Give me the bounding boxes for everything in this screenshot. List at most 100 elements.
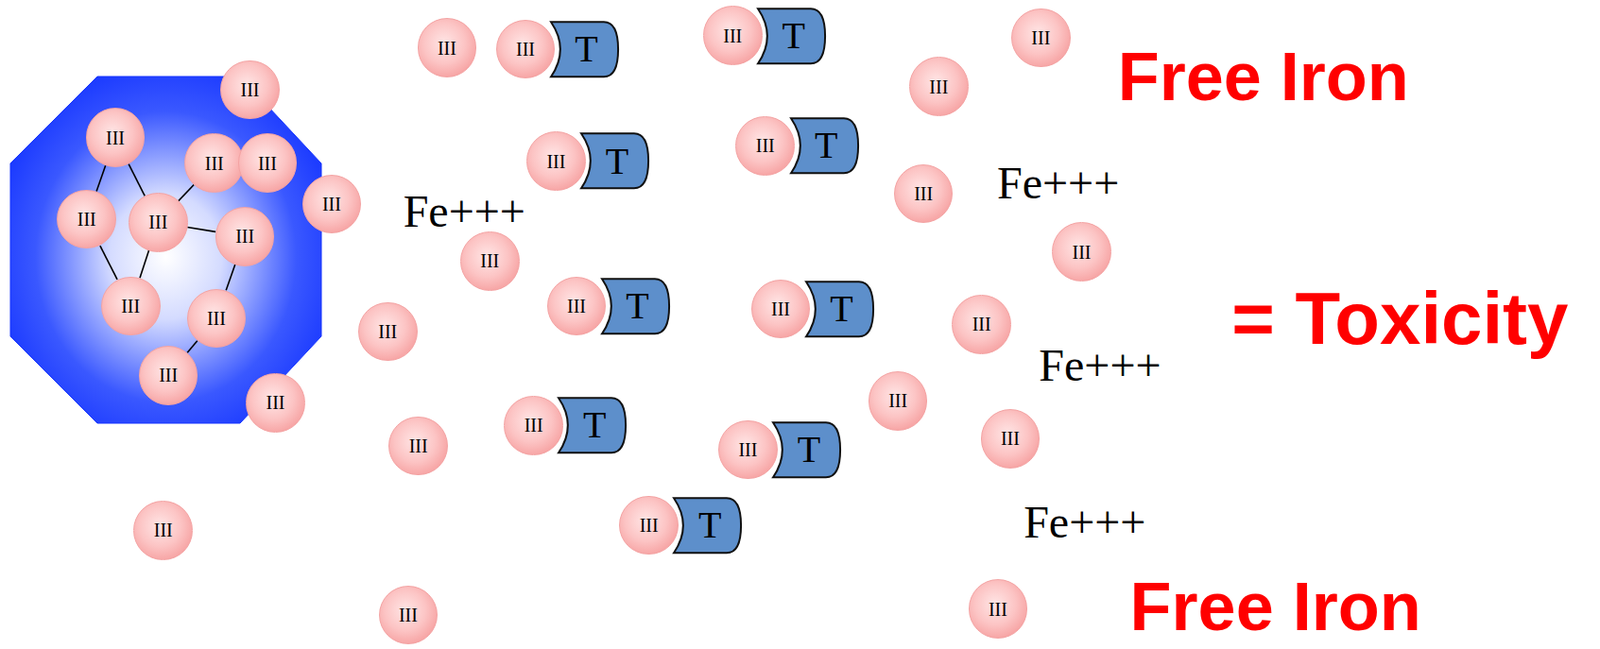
node-text: T [692, 506, 722, 545]
node-text: III [929, 77, 948, 97]
bond-line [128, 164, 145, 197]
iron-circle: III [1051, 222, 1112, 282]
node-text: III [240, 80, 260, 100]
iron-circle: III [302, 174, 362, 235]
node-text: III [206, 309, 226, 328]
iron-circle: III [101, 276, 161, 337]
iron-circle: III [138, 345, 199, 406]
node-text: III [258, 154, 277, 173]
transferrin-cylinder: T [803, 280, 876, 338]
node-text: III [378, 322, 397, 342]
transferrin-cylinder: T [670, 497, 743, 554]
iron-circle: III [238, 133, 298, 193]
iron-circle: III [128, 192, 189, 253]
bond-line [139, 250, 150, 278]
node-text: III [322, 194, 342, 214]
iron-circle: III [378, 585, 439, 646]
bond-line [96, 165, 106, 191]
node-text: III [738, 440, 757, 460]
node-text: III [888, 391, 908, 411]
node-text: T [619, 287, 649, 326]
iron-circle: III [215, 206, 276, 267]
iron-circle: III [56, 189, 117, 250]
node-text: III [205, 154, 224, 173]
node-text: III [409, 436, 429, 456]
iron-circle: III [503, 395, 564, 456]
iron-circle: III [547, 276, 607, 337]
bond-line [187, 341, 198, 354]
node-text: III [1072, 242, 1092, 262]
iron-circle: III [86, 107, 146, 168]
bond-line [178, 184, 194, 201]
ferritin-octagon [10, 76, 322, 424]
node-text: III [524, 415, 544, 435]
node-text: III [158, 365, 178, 385]
iron-circle: III [133, 500, 193, 561]
ion-label: Fe+++ [403, 189, 526, 235]
node-text: III [516, 39, 535, 59]
ion-label: Fe+++ [1023, 499, 1146, 546]
iron-circle: III [220, 60, 280, 121]
transferrin-cylinder: T [755, 7, 827, 65]
node-text: III [972, 314, 992, 334]
free-iron-label: Free Iron [1118, 42, 1410, 111]
node-text: T [808, 126, 838, 165]
transferrin-cylinder: T [788, 117, 861, 174]
node-text: III [771, 299, 791, 319]
iron-circle: III [388, 416, 448, 477]
transferrin-cylinder: T [770, 421, 843, 479]
transferrin-cylinder: T [555, 396, 628, 454]
iron-circle: III [735, 116, 795, 176]
bond-line [187, 226, 216, 232]
node-text: III [154, 520, 173, 540]
node-text: T [568, 30, 598, 69]
transferrin-cylinder: T [548, 20, 620, 78]
node-text: T [824, 290, 853, 328]
node-text: III [148, 212, 168, 232]
node-text: T [577, 406, 606, 445]
node-text: III [639, 516, 659, 535]
node-text: III [235, 226, 255, 246]
bond-line [100, 245, 118, 280]
node-text: T [791, 430, 821, 469]
node-text: III [105, 128, 125, 148]
node-text: T [600, 142, 629, 181]
node-text: III [437, 38, 457, 58]
iron-circle: III [187, 289, 247, 349]
iron-circle: III [868, 371, 929, 431]
free-iron-label: Free Iron [1130, 572, 1422, 641]
iron-circle: III [460, 231, 520, 292]
iron-circle: III [358, 302, 418, 362]
ion-label: Fe+++ [1038, 343, 1161, 389]
node-text: III [1000, 429, 1020, 448]
node-text: III [1031, 28, 1050, 48]
node-text: III [722, 26, 742, 46]
iron-circle: III [619, 496, 679, 556]
bond-line [225, 264, 236, 291]
node-text: III [567, 296, 586, 316]
iron-circle: III [751, 279, 811, 340]
iron-circle: III [417, 17, 478, 78]
node-text: III [120, 296, 140, 316]
node-text: III [480, 251, 499, 271]
iron-circle: III [980, 409, 1041, 469]
node-text: III [756, 136, 775, 155]
node-text: III [398, 605, 418, 625]
iron-circle: III [968, 579, 1029, 639]
iron-circle: III [1011, 8, 1071, 69]
transferrin-cylinder: T [578, 132, 651, 190]
node-text: III [913, 184, 933, 204]
iron-circle: III [245, 373, 306, 433]
iron-circle: III [894, 164, 954, 224]
iron-circle: III [951, 294, 1012, 355]
iron-circle: III [184, 133, 244, 193]
node-text: III [266, 393, 286, 413]
node-text: III [988, 600, 1008, 620]
node-text: T [776, 17, 806, 55]
toxicity-label: = Toxicity [1231, 281, 1568, 356]
iron-circle: III [496, 19, 556, 80]
iron-circle: III [526, 131, 586, 191]
node-text: III [546, 152, 566, 172]
iron-circle: III [703, 5, 763, 66]
